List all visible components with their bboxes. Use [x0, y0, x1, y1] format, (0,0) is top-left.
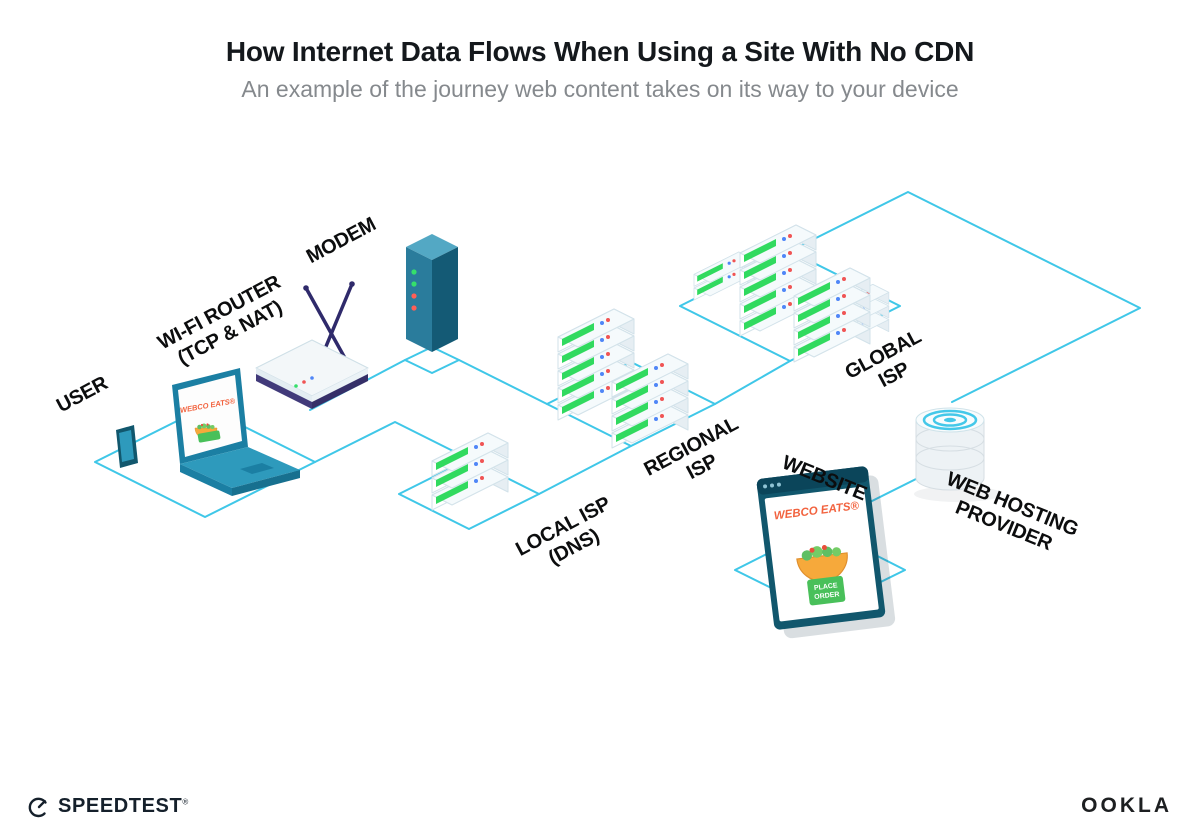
cylinder-body: [915, 419, 985, 491]
laptop-touchpad: [240, 463, 274, 474]
laptop: WEBCO EATS®: [172, 368, 300, 496]
line-modem-to-regional: [458, 359, 548, 405]
laptop-order-button: [197, 430, 221, 443]
laptop-base-side: [232, 470, 300, 496]
place-order-line1: PLACE: [814, 582, 839, 592]
speedtest-logo: SPEEDTEST®: [28, 795, 189, 818]
label-user: USER: [53, 372, 112, 417]
line-user-to-localisp: [314, 421, 470, 463]
svg-text:MODEM: MODEM: [303, 213, 380, 268]
browser-dots-icon: [763, 482, 781, 489]
line-localisp-diamond: [398, 458, 540, 530]
user-device: WEBCO EATS®: [116, 368, 300, 496]
laptop-base-top: [180, 447, 300, 488]
wifi-router: [255, 281, 369, 409]
router-antenna-icon: [320, 282, 354, 358]
database-rings-icon: [922, 409, 978, 431]
ookla-wordmark: OOKLA: [1081, 794, 1172, 817]
line-regional-to-global: [714, 360, 791, 405]
label-local-isp: LOCAL ISP (DNS): [512, 493, 614, 570]
laptop-screen: [178, 375, 242, 457]
modem: [406, 234, 458, 352]
laptop-base-front: [180, 464, 232, 496]
modem-front: [406, 247, 432, 352]
registered-mark: ®: [182, 797, 189, 807]
router-body: [255, 339, 369, 409]
place-order-line2: ORDER: [814, 591, 840, 601]
speedtest-gauge-icon: [28, 797, 47, 817]
website-browser: WEBCO EATS® PLACE ORDER: [756, 466, 896, 639]
line-global-loop: [789, 191, 1141, 403]
label-web-hosting: WEB HOSTING PROVIDER: [943, 468, 1081, 555]
modem-leds: [411, 269, 417, 311]
router-antenna-icon: [304, 286, 348, 362]
modem-side: [432, 247, 458, 352]
svg-text:USER: USER: [53, 372, 112, 417]
page-title: How Internet Data Flows When Using a Sit…: [225, 36, 975, 67]
line-localisp-to-regional: [538, 445, 632, 495]
web-hosting-cylinder: [914, 407, 1002, 502]
speedtest-wordmark: SPEEDTEST®: [58, 795, 189, 817]
label-modem: MODEM: [303, 213, 380, 268]
page-subtitle: An example of the journey web content ta…: [241, 76, 959, 102]
browser-titlebar: [756, 466, 869, 495]
global-isp-servers: [693, 224, 890, 363]
router-antennas: [304, 282, 354, 362]
mobile-phone: [116, 425, 138, 468]
place-order-button: [807, 575, 846, 606]
